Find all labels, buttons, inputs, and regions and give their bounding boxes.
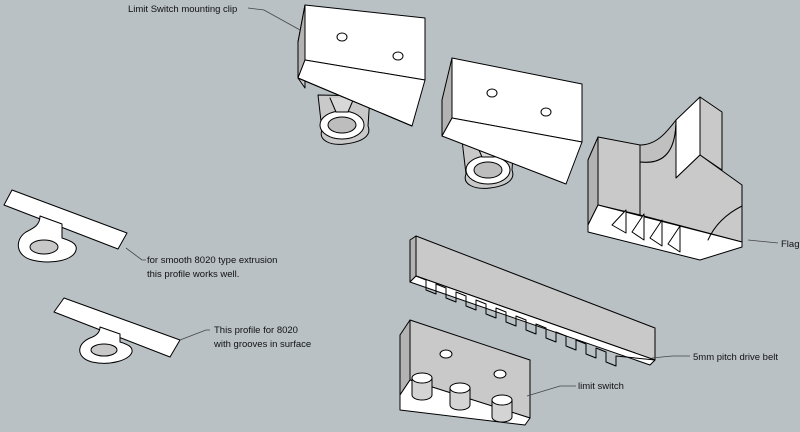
- mounting-clip-2: [441, 57, 583, 189]
- label-limit-clip: Limit Switch mounting clip: [128, 4, 237, 15]
- label-smooth-line2: this profile works well.: [147, 269, 239, 280]
- leader-grooved: [179, 329, 210, 341]
- leader-limit-switch: [526, 385, 576, 397]
- label-flag: Flag: [781, 239, 799, 250]
- mounting-clip-1: [297, 4, 426, 145]
- label-grooved-line2: with grooves in surface: [213, 339, 311, 350]
- leader-flag: [747, 239, 779, 244]
- label-drive-belt: 5mm pitch drive belt: [693, 352, 778, 363]
- leader-limit-clip: [247, 7, 301, 31]
- smooth-profile: [3, 189, 128, 263]
- label-limit-switch: limit switch: [578, 381, 624, 392]
- label-smooth-line1: for smooth 8020 type extrusion: [147, 255, 277, 266]
- leader-belt: [651, 355, 690, 359]
- limit-switch: [399, 319, 531, 426]
- flag-part: [587, 96, 743, 261]
- drive-belt: [409, 235, 656, 367]
- leader-smooth: [125, 247, 146, 261]
- label-grooved-line1: This profile for 8020: [214, 325, 298, 336]
- grooved-profile: [53, 297, 181, 364]
